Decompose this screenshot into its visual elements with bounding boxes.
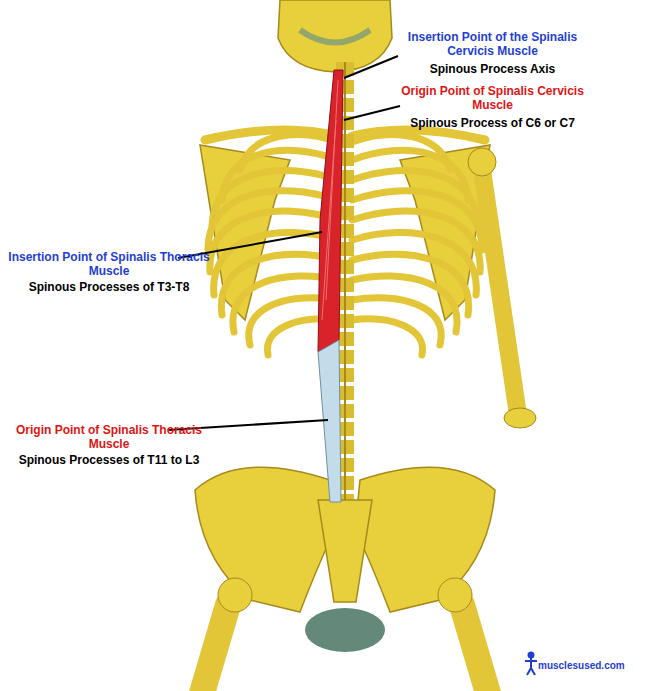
insertion-heading: Insertion Point of the Spinalis Cervicis… (385, 30, 600, 58)
skull (278, 0, 392, 72)
origin-site: Spinous Processes of T11 to L3 (4, 453, 214, 467)
ilium (355, 467, 495, 612)
spinalis-muscle (318, 70, 343, 352)
sacrum (318, 500, 372, 602)
humerus-head (468, 148, 496, 176)
insertion-site: Spinous Processes of T3-T8 (4, 280, 214, 294)
skull-shade (300, 30, 370, 43)
femur (200, 605, 490, 691)
spine-line (344, 62, 346, 505)
logo-figure (525, 653, 537, 676)
leader-line (168, 56, 400, 430)
insertion-site: Spinous Process Axis (385, 62, 600, 76)
origin-heading: Origin Point of Spinalis Thoracis Muscle (4, 423, 214, 451)
femur-head (438, 578, 472, 612)
watermark: musclesused.com (538, 660, 638, 672)
femur-head (218, 578, 252, 612)
insertion-heading: Insertion Point of Spinalis Thoracis Mus… (4, 250, 214, 278)
origin-site: Spinous Process of C6 or C7 (385, 116, 600, 130)
humerus-end (504, 408, 536, 428)
ilium (195, 467, 335, 612)
pelvic-outlet (305, 608, 385, 652)
muscle-fibres (322, 80, 338, 320)
humerus (482, 170, 518, 415)
origin-heading: Origin Point of Spinalis Cervicis Muscle (385, 84, 600, 112)
